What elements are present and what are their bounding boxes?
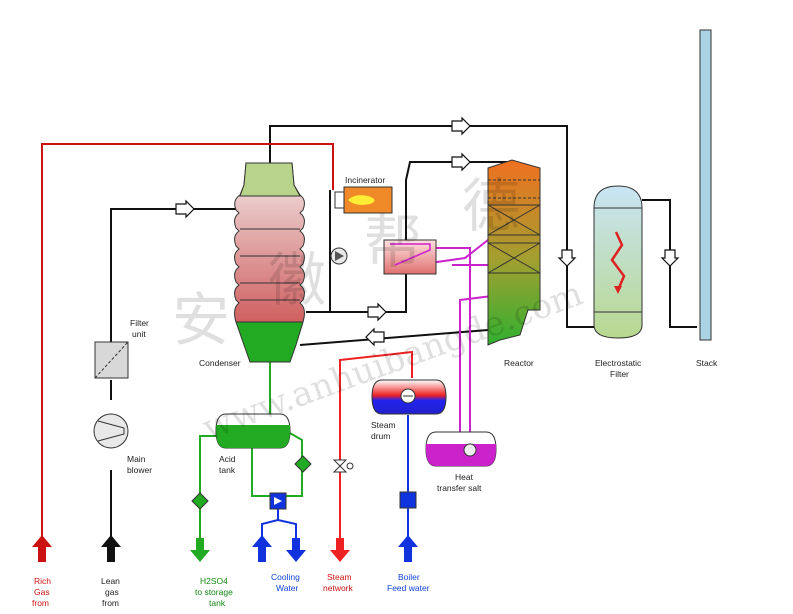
steam-valve-icon xyxy=(332,459,354,473)
steam-network-label-1: Steam xyxy=(327,572,352,582)
electrostatic-filter-label-2: Filter xyxy=(610,369,629,379)
flow-arrows xyxy=(175,116,680,347)
lean-gas-label-1: Lean xyxy=(101,576,120,586)
incinerator-label: Incinerator xyxy=(345,175,385,185)
gas-pipes xyxy=(110,125,697,540)
stack xyxy=(699,29,712,341)
rich-gas-arrow xyxy=(32,535,52,562)
watermark-char-2: 徽 xyxy=(268,246,326,314)
feed-water-pump-icon xyxy=(399,491,417,509)
cooling-water-pipes xyxy=(261,508,297,540)
watermark-char-1: 安 xyxy=(172,286,230,354)
cooling-water-label-1: Cooling xyxy=(271,572,300,582)
rich-gas-label-2: Gas xyxy=(34,587,50,597)
electrostatic-filter xyxy=(593,185,643,339)
steam-drum-label-1: Steam xyxy=(371,420,396,430)
acid-tank-label-1: Acid xyxy=(219,454,236,464)
h2so4-label-2: to storage xyxy=(195,587,233,597)
reactor-label: Reactor xyxy=(504,358,534,368)
cooling-water-label-2: Water xyxy=(276,583,299,593)
pipe-condenser-to-filter xyxy=(269,125,594,328)
salt-tank-label-1: Heat xyxy=(455,472,474,482)
incinerator xyxy=(334,186,393,214)
stack-label: Stack xyxy=(696,358,718,368)
lean-gas-arrow xyxy=(101,535,121,562)
condenser-pump-arrow xyxy=(335,251,344,261)
h2so4-label-3: tank xyxy=(209,598,226,608)
lean-gas-label-2: gas xyxy=(105,587,119,597)
steam-drum xyxy=(371,379,447,415)
pipe-reactor-to-condenser xyxy=(299,329,489,346)
condenser-label: Condenser xyxy=(199,358,241,368)
main-blower-icon xyxy=(93,413,129,449)
boiler-feed-water-label-2: Feed water xyxy=(387,583,430,593)
heat-exchanger xyxy=(383,239,437,275)
watermark-char-3: 帮 xyxy=(364,208,422,276)
lean-gas-label-3: from xyxy=(102,598,119,608)
rich-gas-label-1: Rich xyxy=(34,576,51,586)
heat-exchanger-coil xyxy=(390,243,431,266)
acid-tank-label-2: tank xyxy=(219,465,236,475)
electrostatic-filter-label-1: Electrostatic xyxy=(595,358,642,368)
h2so4-label-1: H2SO4 xyxy=(200,576,228,586)
acid-pump-icon xyxy=(294,455,312,473)
main-blower-label-1: Main xyxy=(127,454,146,464)
steam-network-arrow xyxy=(330,538,350,562)
rich-gas-label-3: from xyxy=(32,598,49,608)
stream-labels: Rich Gas from Lean gas from H2SO4 to sto… xyxy=(32,572,430,608)
cooling-water-in-arrow xyxy=(252,535,272,562)
boiler-feed-water-label-1: Boiler xyxy=(398,572,420,582)
acid-tank xyxy=(215,413,291,449)
feed-water-arrow xyxy=(398,535,418,562)
filter-unit-icon xyxy=(94,341,129,379)
steam-network-label-2: network xyxy=(323,583,354,593)
condenser xyxy=(234,162,305,363)
salt-tank-label-2: transfer salt xyxy=(437,483,482,493)
h2so4-arrow xyxy=(190,538,210,562)
reactor xyxy=(487,159,541,346)
equipment-labels: Incinerator Filter unit Condenser Reacto… xyxy=(127,175,718,493)
rich-gas-pipe xyxy=(41,143,334,540)
watermark-char-4: 德 xyxy=(462,172,520,240)
acid-cooler-icon xyxy=(269,492,287,510)
main-blower-label-2: blower xyxy=(127,465,152,475)
filter-unit-label-1: Filter xyxy=(130,318,149,328)
acid-valve-icon xyxy=(191,492,209,510)
steam-drum-label-2: drum xyxy=(371,431,390,441)
stream-arrows xyxy=(32,535,418,562)
steam-pipe xyxy=(339,350,413,540)
salt-tank xyxy=(425,431,497,467)
filter-unit-label-2: unit xyxy=(132,329,146,339)
cooling-water-out-arrow xyxy=(286,538,306,562)
